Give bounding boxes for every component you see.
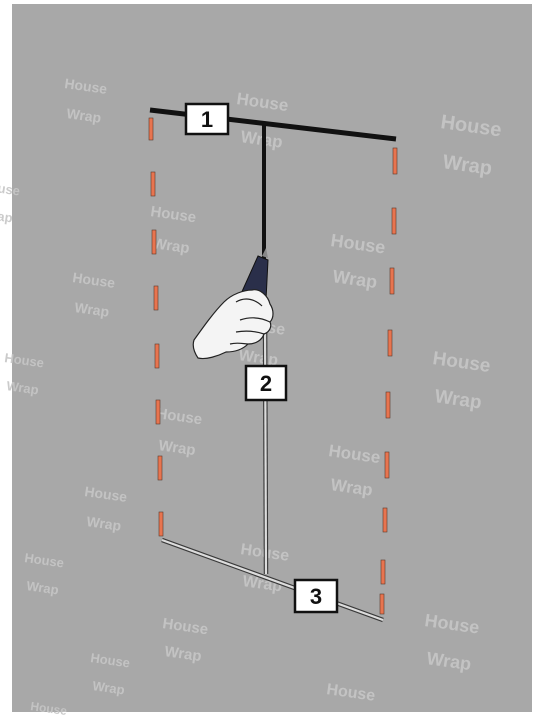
- frame-mark: [388, 330, 392, 356]
- frame-mark: [152, 230, 156, 254]
- callout-3: 3: [295, 580, 337, 612]
- frame-mark: [149, 118, 153, 140]
- watermark-wrap: Wrap: [6, 378, 40, 397]
- callout-1-label: 1: [201, 107, 213, 132]
- frame-mark: [393, 148, 397, 174]
- callout-3-label: 3: [310, 584, 322, 609]
- frame-mark: [383, 508, 387, 532]
- frame-mark: [159, 512, 163, 536]
- frame-mark: [151, 172, 155, 196]
- frame-mark: [155, 344, 159, 368]
- frame-mark: [386, 392, 390, 418]
- frame-mark: [392, 208, 396, 234]
- vertical-cut-pending-fill: [265, 312, 266, 574]
- frame-mark: [390, 268, 394, 294]
- frame-mark: [381, 560, 385, 584]
- frame-mark: [156, 400, 160, 424]
- callout-2: 2: [246, 366, 286, 400]
- frame-mark: [158, 456, 162, 480]
- callout-2-label: 2: [260, 371, 272, 396]
- frame-mark: [380, 594, 384, 614]
- watermark-wrap: Wrap: [0, 206, 14, 225]
- callout-1: 1: [186, 104, 228, 134]
- frame-mark: [154, 286, 158, 310]
- frame-mark: [385, 452, 389, 478]
